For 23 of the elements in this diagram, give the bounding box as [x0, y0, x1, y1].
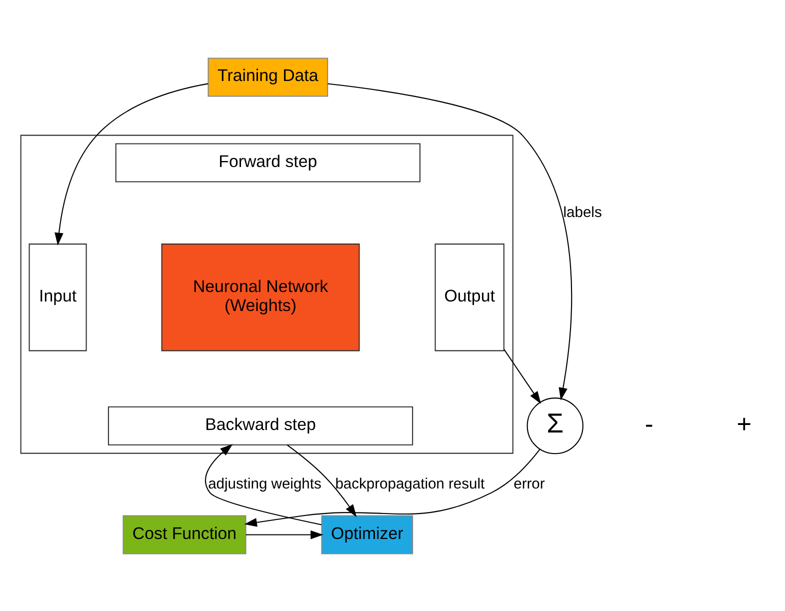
- edge-label: error: [514, 476, 545, 492]
- node-box: Input: [28, 243, 87, 351]
- node-box: Training Data: [208, 57, 328, 96]
- arrow: [328, 82, 572, 400]
- arrow: [205, 444, 322, 525]
- cluster: [20, 134, 514, 454]
- node-box: Optimizer: [321, 514, 414, 554]
- edge-label: adjusting weights: [208, 476, 322, 492]
- node-box: Neuronal Network (Weights): [161, 243, 360, 351]
- arrow: [54, 82, 208, 245]
- node-box: Output: [434, 243, 504, 351]
- label: +: [736, 410, 752, 438]
- node-box: Backward step: [108, 406, 414, 445]
- node-circle: Σ: [526, 397, 584, 454]
- arrow: [504, 348, 541, 404]
- edge-label: labels: [563, 204, 602, 220]
- arrow: [286, 444, 357, 517]
- edge-label: backpropagation result: [335, 476, 485, 492]
- arrow: [246, 530, 324, 539]
- node-box: Cost Function: [122, 514, 246, 554]
- arrow: [244, 448, 540, 526]
- node-box: Forward step: [115, 142, 420, 182]
- label: -: [644, 410, 654, 438]
